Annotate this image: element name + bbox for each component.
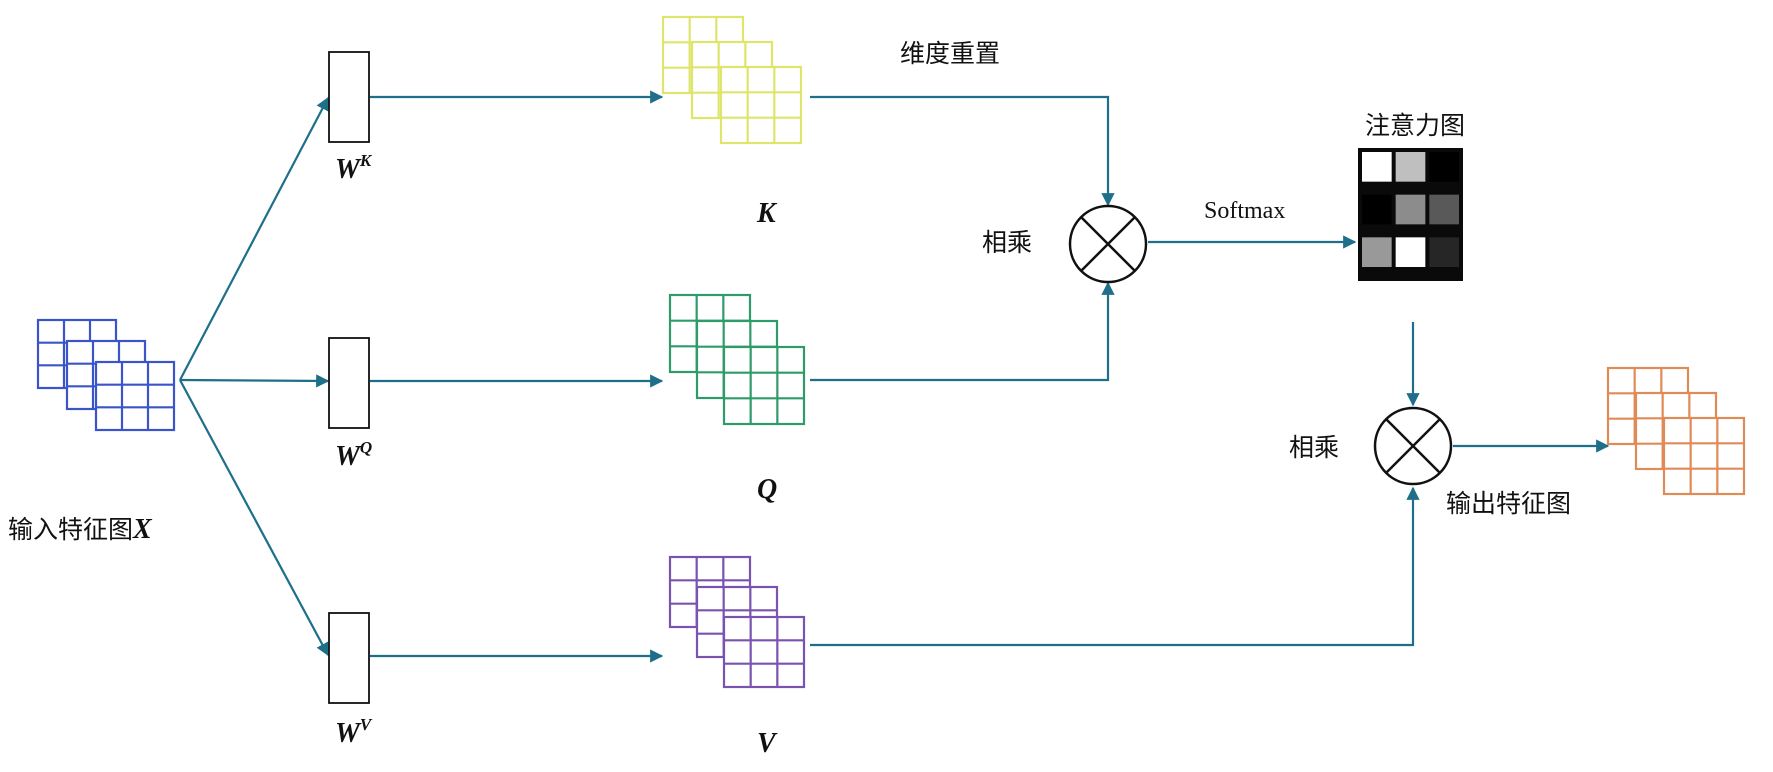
feature-sheet	[722, 615, 806, 689]
weight-label-k: WK	[335, 151, 373, 185]
attention-cell	[1429, 152, 1459, 182]
attention-map-label: 注意力图	[1365, 111, 1465, 140]
multiply-label-top: 相乘	[982, 228, 1032, 257]
attention-cell	[1362, 194, 1392, 225]
softmax-label: Softmax	[1204, 198, 1285, 224]
attention-map-matrix	[1358, 148, 1463, 281]
input-feature-map-stack	[36, 318, 176, 432]
connector-input-to-wk	[179, 96, 329, 381]
attention-cell	[1395, 152, 1426, 182]
connector-input-to-wq	[179, 374, 330, 388]
output-feature-map-stack	[1606, 366, 1746, 496]
attention-cell	[1429, 237, 1459, 267]
feature-sheet	[722, 345, 806, 426]
connector-input-to-wv	[179, 379, 329, 657]
q-feature-map-stack	[668, 293, 806, 426]
attention-cell	[1395, 194, 1426, 225]
weight-label-q: WQ	[335, 438, 372, 472]
feature-label-q: Q	[757, 474, 777, 505]
attention-cell	[1395, 237, 1426, 267]
attention-cell	[1429, 194, 1459, 225]
connector-k-to-multiply	[810, 95, 1115, 207]
attention-cell	[1362, 237, 1392, 267]
connector-v-to-multiply	[810, 486, 1420, 647]
reshape-label: 维度重置	[900, 39, 1000, 68]
output-feature-map-label: 输出特征图	[1446, 489, 1571, 518]
weight-box-k	[328, 51, 370, 143]
multiply-operator-bottom	[1373, 406, 1453, 486]
connectors	[179, 90, 1610, 663]
input-feature-map-label: 输入特征图X	[8, 514, 153, 545]
weight-label-v: WV	[335, 715, 373, 749]
k-feature-map-stack	[661, 15, 803, 145]
feature-sheet	[719, 65, 803, 145]
feature-label-v: V	[757, 728, 778, 759]
weight-box-v	[328, 612, 370, 704]
weight-box-q	[328, 337, 370, 429]
feature-label-k: K	[756, 198, 778, 229]
multiply-label-bottom: 相乘	[1289, 433, 1339, 462]
attention-cell	[1362, 152, 1392, 182]
v-feature-map-stack	[668, 555, 806, 689]
feature-sheet	[94, 360, 176, 432]
connector-q-to-multiply	[810, 281, 1115, 382]
feature-sheet	[1662, 416, 1746, 496]
multiply-operator-top	[1068, 204, 1148, 284]
